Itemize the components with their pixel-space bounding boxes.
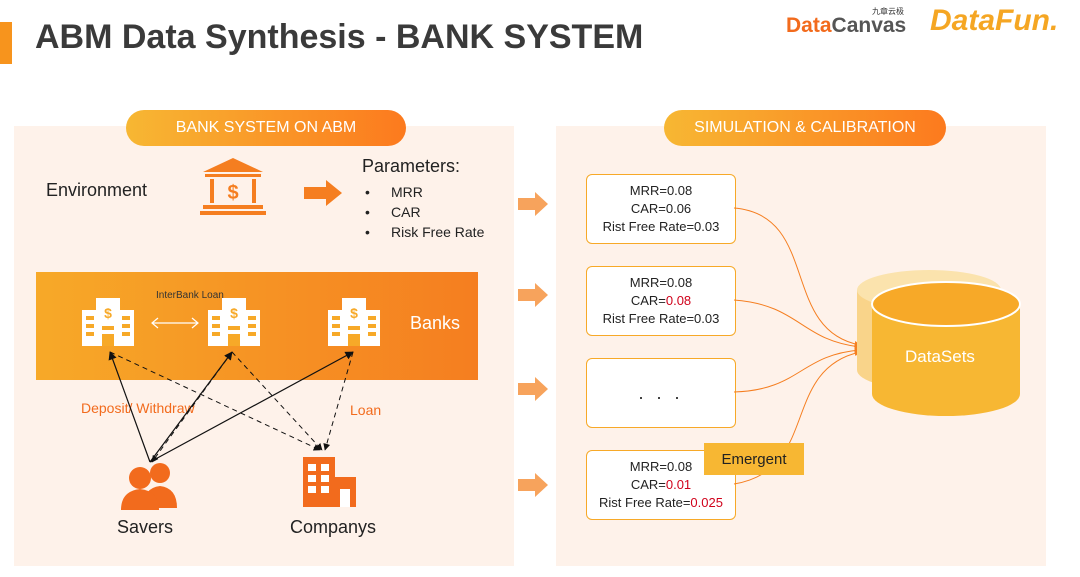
datasets-label: DataSets	[905, 347, 975, 366]
svg-text:$: $	[227, 182, 238, 204]
rate-value: Rist Free Rate=0.025	[599, 495, 723, 510]
datacanvas-logo-canvas: Canvas	[831, 14, 907, 37]
arrow-right-icon	[304, 180, 342, 206]
parameter-item: CAR	[365, 202, 484, 222]
bank-system-pill: BANK SYSTEM ON ABM	[126, 110, 406, 146]
connector-curve	[733, 299, 861, 350]
loan-label: Loan	[350, 402, 382, 418]
company-building-icon	[303, 457, 356, 507]
interbank-loan-label: InterBank Loan	[156, 290, 224, 301]
simulation-pill: SIMULATION & CALIBRATION	[664, 110, 946, 146]
datasets-database-icon	[857, 270, 1021, 416]
connector-curve	[733, 347, 861, 393]
loan-arrow	[231, 351, 323, 451]
connector-curve	[733, 207, 861, 347]
svg-text:$: $	[230, 305, 238, 321]
bank-building-icon: $	[200, 158, 266, 215]
mrr-value: MRR=0.08	[629, 183, 693, 198]
savers-label: Savers	[117, 517, 174, 537]
parameters-list: MRR CAR Risk Free Rate	[365, 182, 484, 242]
car-value: CAR=0.06	[630, 201, 692, 216]
title-accent-bar	[0, 22, 12, 64]
banks-label: Banks	[410, 313, 461, 333]
datacanvas-logo-cn: 九章云极	[872, 7, 904, 16]
arrow-right-icon	[518, 377, 548, 401]
withdraw-arrow	[151, 351, 233, 463]
page-title: ABM Data Synthesis - BANK SYSTEM	[35, 18, 644, 56]
rate-value: Rist Free Rate=0.03	[602, 219, 720, 234]
deposit-arrow	[149, 351, 354, 463]
parameter-set-box: MRR=0.08 CAR=0.06 Rist Free Rate=0.03	[586, 174, 736, 244]
parameters-title: Parameters:	[362, 156, 461, 176]
parameter-set-box: MRR=0.08 CAR=0.08 Rist Free Rate=0.03	[586, 266, 736, 336]
datacanvas-logo-data: Data	[786, 14, 832, 37]
environment-label: Environment	[46, 180, 148, 200]
loan-arrow	[323, 351, 354, 451]
parameter-item: Risk Free Rate	[365, 222, 484, 242]
car-value: CAR=0.08	[630, 293, 692, 308]
arrow-right-icon	[518, 283, 548, 307]
deposit-withdraw-label: Deposit/ Withdraw	[81, 400, 195, 416]
loan-arrow	[109, 351, 321, 451]
datacanvas-logo: DataCanvas	[786, 14, 906, 38]
mrr-value: MRR=0.08	[629, 275, 693, 290]
emergent-label: Emergent	[704, 443, 804, 475]
arrow-right-icon	[518, 473, 548, 497]
parameter-set-box-ellipsis: . . .	[586, 358, 736, 428]
deposit-arrow	[108, 351, 151, 463]
companys-label: Companys	[290, 517, 377, 537]
datafun-logo: DataFun.	[930, 4, 1059, 37]
svg-text:$: $	[350, 305, 358, 321]
rate-value: Rist Free Rate=0.03	[602, 311, 720, 326]
mrr-value: MRR=0.08	[629, 459, 693, 474]
ellipsis-text: . . .	[638, 383, 684, 403]
savers-people-icon	[121, 463, 177, 510]
car-value: CAR=0.01	[630, 477, 692, 492]
svg-text:$: $	[104, 305, 112, 321]
parameter-item: MRR	[365, 182, 484, 202]
arrow-right-icon	[518, 192, 548, 216]
